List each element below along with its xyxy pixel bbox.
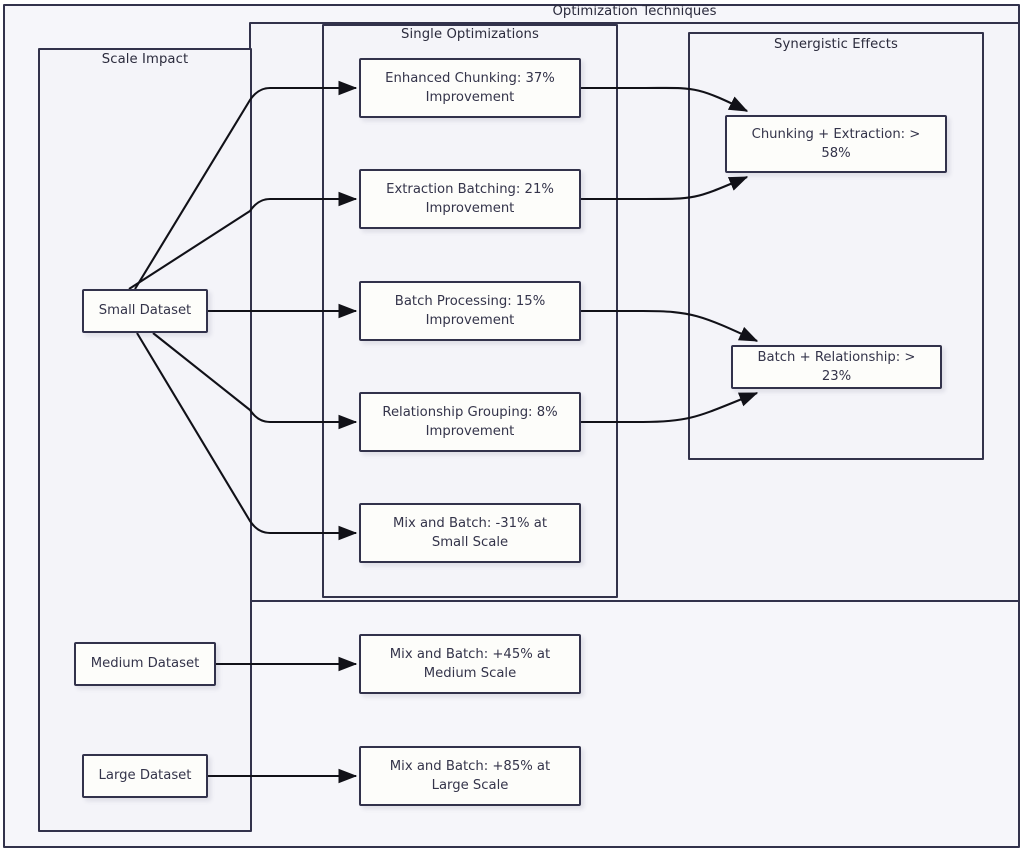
subgraph-title-optimization-techniques: Optimization Techniques (552, 4, 717, 19)
node-batch-plus-relationship[interactable]: Batch + Relationship: > 23% (731, 345, 942, 389)
node-extraction-batching[interactable]: Extraction Batching: 21%Improvement (359, 169, 581, 229)
node-label: Batch + Relationship: > 23% (757, 349, 916, 384)
node-small-dataset[interactable]: Small Dataset (82, 289, 208, 333)
node-label: Small Dataset (98, 303, 192, 319)
node-label: Enhanced Chunking: 37%Improvement (385, 70, 555, 105)
node-label: Relationship Grouping: 8%Improvement (382, 404, 558, 439)
node-chunking-plus-extraction[interactable]: Chunking + Extraction: >58% (725, 115, 947, 173)
subgraph-title-single-optimizations: Single Optimizations (401, 27, 539, 42)
node-medium-dataset[interactable]: Medium Dataset (74, 642, 216, 686)
node-label: Chunking + Extraction: >58% (751, 126, 921, 161)
node-batch-processing[interactable]: Batch Processing: 15%Improvement (359, 281, 581, 341)
node-large-dataset[interactable]: Large Dataset (82, 754, 208, 798)
node-enhanced-chunking[interactable]: Enhanced Chunking: 37%Improvement (359, 58, 581, 118)
subgraph-title-synergistic-effects: Synergistic Effects (774, 37, 898, 52)
subgraph-synergistic-effects (688, 32, 984, 460)
node-relationship-grouping[interactable]: Relationship Grouping: 8%Improvement (359, 392, 581, 452)
subgraph-scale-impact (38, 48, 252, 832)
node-label: Batch Processing: 15%Improvement (394, 293, 546, 328)
subgraph-title-scale-impact: Scale Impact (101, 52, 189, 67)
node-label: Medium Dataset (90, 656, 200, 672)
node-label: Extraction Batching: 21%Improvement (386, 181, 554, 216)
node-label: Large Dataset (98, 768, 192, 784)
